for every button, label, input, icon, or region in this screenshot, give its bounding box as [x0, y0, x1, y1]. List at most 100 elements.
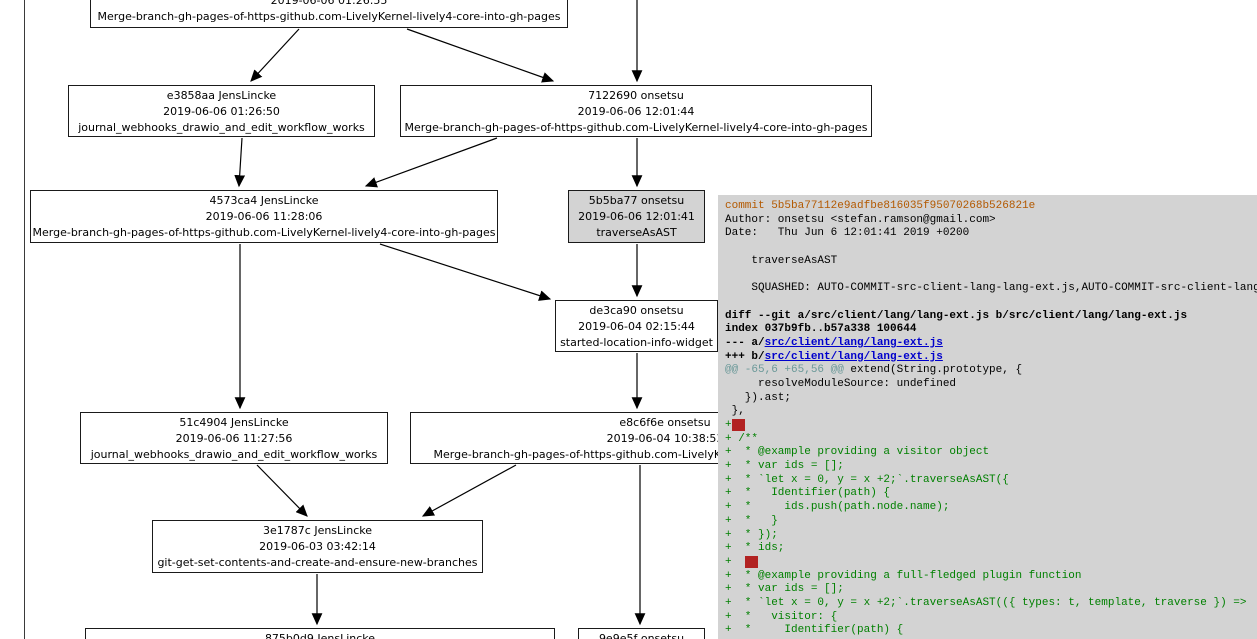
commit-details-text: commit 5b5ba77112e9adfbe816035f95070268b… [725, 200, 1257, 638]
diff-segment: + * `let x = 0, y = x +2;`.traverseAsAST… [725, 473, 1009, 486]
commit-hash-author: 51c4904 JensLincke [179, 416, 289, 429]
diff-line: + * } [725, 515, 1257, 529]
diff-line: traverseAsAST [725, 255, 1257, 269]
diff-segment: + /** [725, 432, 759, 445]
diff-line: + * var ids = []; [725, 460, 1257, 474]
commit-message: Merge-branch-gh-pages-of-https-github.co… [32, 226, 496, 239]
diff-line: + * @example providing a full-fledged pl… [725, 570, 1257, 584]
diff-segment: Author: onsetsu <stefan.ramson@gmail.com… [725, 213, 996, 226]
commit-node-de3ca90[interactable]: de3ca90 onsetsu 2019-06-04 02:15:44 star… [555, 300, 718, 352]
commit-hash-author: e8c6f6e onsetsu [619, 416, 711, 429]
diff-line: + * Identifier(path) { [725, 487, 1257, 501]
diff-segment: }).ast; [725, 391, 792, 404]
commit-node-4573ca4[interactable]: 4573ca4 JensLincke 2019-06-06 11:28:06 M… [30, 190, 498, 243]
commit-date: 2019-06-06 11:28:06 [205, 210, 323, 223]
diff-segment: +++ b/ [725, 350, 765, 363]
commit-node-5b5ba77-selected[interactable]: 5b5ba77 onsetsu 2019-06-06 12:01:41 trav… [568, 190, 705, 243]
diff-line: SQUASHED: AUTO-COMMIT-src-client-lang-la… [725, 282, 1257, 296]
diff-segment: extend(String.prototype, { [843, 364, 1023, 377]
diff-line: + * `let x = 0, y = x +2;`.traverseAsAST… [725, 474, 1257, 488]
commit-hash-author: 875b0d9 JensLincke [264, 632, 376, 639]
diff-segment: + * var ids = []; [725, 460, 844, 473]
diff-segment: + * ids; [725, 542, 785, 555]
diff-line: + /** [725, 433, 1257, 447]
diff-segment: @@ -65,6 +65,56 @@ [725, 364, 844, 377]
commit-hash-author: 9e9e5f onsetsu [598, 632, 685, 639]
commit-message: Merge-branch-gh-pages-of-https-github.co… [404, 121, 868, 134]
diff-line: }).ast; [725, 392, 1257, 406]
diff-segment: + * @example providing a full-fledged pl… [725, 569, 1082, 582]
diff-segment: resolveModuleSource: undefined [725, 377, 957, 390]
commit-date: 2019-06-04 10:38:53 [606, 432, 724, 445]
diff-segment: SQUASHED: AUTO-COMMIT-src-client-lang-la… [751, 282, 1257, 295]
commit-node-51c4904[interactable]: 51c4904 JensLincke 2019-06-06 11:27:56 j… [80, 412, 388, 464]
diff-line [725, 268, 1257, 282]
window-edge-line [24, 0, 25, 639]
commit-date: 2019-06-06 12:01:44 [577, 105, 695, 118]
diff-segment [725, 296, 732, 308]
commit-node-3e1787c[interactable]: 3e1787c JensLincke 2019-06-03 03:42:14 g… [152, 520, 483, 573]
diff-line: Author: onsetsu <stefan.ramson@gmail.com… [725, 214, 1257, 228]
diff-segment: + * }); [725, 528, 778, 541]
commit-date: 2019-06-06 01:26:50 [163, 105, 280, 118]
diff-line: +++ b/src/client/lang/lang-ext.js [725, 351, 1257, 365]
diff-line: + * }); [725, 529, 1257, 543]
diff-line: resolveModuleSource: undefined [725, 378, 1257, 392]
diff-line: + * @example providing a visitor object [725, 446, 1257, 460]
commit-node-7122690[interactable]: 7122690 onsetsu 2019-06-06 12:01:44 Merg… [400, 85, 872, 137]
diff-line: commit 5b5ba77112e9adfbe816035f95070268b… [725, 200, 1257, 214]
diff-line: index 037b9fb..b57a338 100644 [725, 323, 1257, 337]
commit-message: started-location-info-widget [560, 336, 713, 349]
commit-date: 2019-06-06 12:01:41 [578, 210, 695, 223]
diff-file-link[interactable]: src/client/lang/lang-ext.js [764, 350, 943, 363]
diff-segment: traverseAsAST [725, 254, 838, 267]
commit-message: traverseAsAST [596, 226, 677, 239]
commit-hash-author: 7122690 onsetsu [588, 89, 684, 102]
commit-node-top-partial[interactable]: 2019-06-06 01:26:55 Merge-branch-gh-page… [90, 0, 568, 28]
diff-segment: + * @example providing a visitor object [725, 446, 990, 459]
diff-line: --- a/src/client/lang/lang-ext.js [725, 337, 1257, 351]
commit-message: git-get-set-contents-and-create-and-ensu… [157, 556, 478, 569]
diff-segment: + * `let x = 0, y = x +2;`.traverseAsAST… [725, 596, 1247, 609]
diff-line: + [725, 555, 1257, 570]
diff-segment: + * ids.push(path.node.name); [725, 501, 950, 514]
diff-segment: diff --git a/src/client/lang/lang-ext.js… [725, 309, 1188, 322]
commit-hash-author: e3858aa JensLincke [166, 89, 277, 102]
commit-date: 2019-06-06 11:27:56 [175, 432, 293, 445]
commit-message: Merge-branch-gh-pages-of-https-github.co… [97, 10, 561, 23]
diff-line: Date: Thu Jun 6 12:01:41 2019 +0200 [725, 227, 1257, 241]
diff-segment: --- a/ [725, 336, 765, 349]
diff-line: + * var ids = []; [725, 583, 1257, 597]
diff-line [725, 241, 1257, 255]
diff-segment [725, 268, 732, 280]
commit-message: journal_webhooks_drawio_and_edit_workflo… [90, 448, 378, 461]
commit-node-bottom-left-partial[interactable]: 875b0d9 JensLincke [85, 628, 555, 639]
diff-file-link[interactable]: src/client/lang/lang-ext.js [764, 336, 943, 349]
commit-node-e3858aa[interactable]: e3858aa JensLincke 2019-06-06 01:26:50 j… [68, 85, 375, 137]
diff-segment: commit 5b5ba77112e9adfbe816035f95070268b… [725, 200, 1036, 212]
diff-segment: + * visitor: { [725, 610, 838, 623]
commit-node-bottom-right-partial[interactable]: 9e9e5f onsetsu [578, 628, 705, 639]
diff-segment: + [725, 555, 745, 568]
diff-line: + * `let x = 0, y = x +2;`.traverseAsAST… [725, 597, 1257, 611]
diff-line: + * visitor: { [725, 611, 1257, 625]
diff-line: diff --git a/src/client/lang/lang-ext.js… [725, 310, 1257, 324]
diff-segment: }, [725, 405, 745, 418]
diff-line: + * ids; [725, 542, 1257, 556]
diff-line: + * ids.push(path.node.name); [725, 501, 1257, 515]
commit-details-panel: commit 5b5ba77112e9adfbe816035f95070268b… [718, 195, 1257, 639]
diff-segment: + * Identifier(path) { [725, 487, 891, 500]
diff-line: + [725, 419, 1257, 433]
diff-segment: index 037b9fb..b57a338 100644 [725, 323, 917, 336]
diff-line: @@ -65,6 +65,56 @@ extend(String.prototy… [725, 364, 1257, 378]
diff-segment: + * } [725, 514, 778, 527]
diff-segment: + * var ids = []; [725, 583, 844, 596]
diff-segment: + * Identifier(path) { [725, 624, 904, 637]
commit-hash-author: de3ca90 onsetsu [589, 304, 684, 317]
commit-message: journal_webhooks_drawio_and_edit_workflo… [78, 121, 365, 134]
commit-date: 2019-06-04 02:15:44 [578, 320, 695, 333]
commit-date: 2019-06-03 03:42:14 [259, 540, 376, 553]
diff-line: }, [725, 405, 1257, 419]
commit-hash-author: 4573ca4 JensLincke [209, 194, 319, 207]
